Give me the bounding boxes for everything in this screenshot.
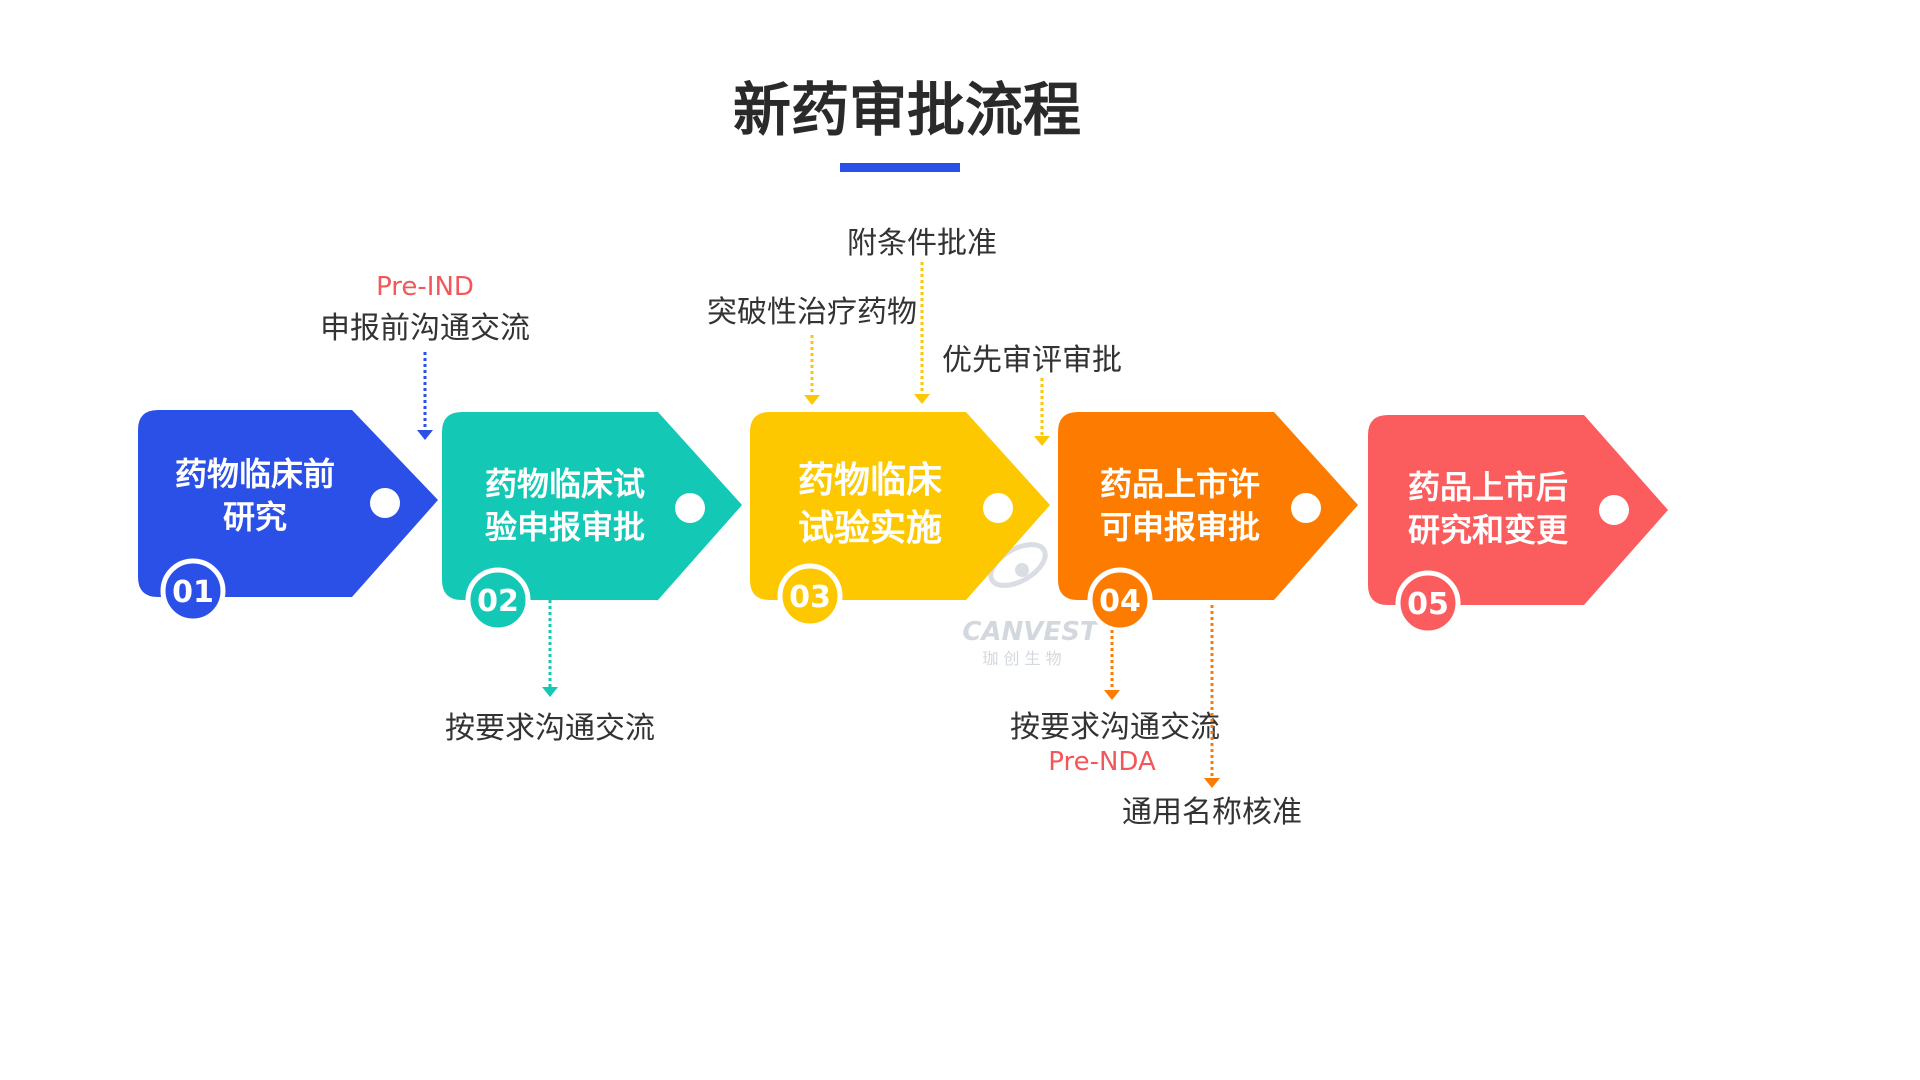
canvest-logo-icon	[988, 542, 1048, 588]
step-05-label-line1: 药品上市后	[1408, 468, 1568, 506]
step-02: 药物临床试 验申报审批 02	[442, 412, 742, 633]
step-03-hole	[983, 493, 1013, 523]
annotation-pre-ind: Pre-IND 申报前沟通交流	[320, 272, 530, 440]
annotation-generic-name: 通用名称核准	[1122, 605, 1302, 830]
title-underline	[840, 163, 960, 172]
comm1-label: 按要求沟通交流	[445, 711, 655, 746]
generic-arrow-head	[1204, 778, 1220, 788]
breakthrough-label: 突破性治疗药物	[707, 295, 917, 330]
step-04-tag	[1058, 412, 1358, 600]
conditional-arrow-head	[914, 394, 930, 404]
step-01-label-line1: 药物临床前	[175, 455, 335, 493]
step-01-number: 01	[172, 575, 214, 610]
canvest-watermark: CANVEST 珈 创 生 物	[962, 542, 1100, 668]
page-title: 新药审批流程	[733, 76, 1081, 144]
step-02-tag	[442, 412, 742, 600]
step-02-label-line2: 验申报审批	[485, 508, 645, 546]
step-01: 药物临床前 研究 01	[138, 410, 438, 624]
step-03-label-line1: 药物临床	[798, 460, 942, 501]
watermark-brand: CANVEST	[962, 617, 1100, 647]
step-04-number: 04	[1099, 584, 1141, 619]
annotation-conditional: 附条件批准	[847, 226, 997, 404]
comm1-arrow-head	[542, 687, 558, 697]
step-05-tag	[1368, 415, 1668, 605]
step-04-label-line2: 可申报审批	[1100, 508, 1260, 546]
pre-ind-comm-label: 申报前沟通交流	[320, 311, 530, 346]
step-02-label-line1: 药物临床试	[485, 465, 645, 503]
step-03-label-line2: 试验实施	[798, 508, 942, 549]
step-01-label-line2: 研究	[223, 498, 287, 536]
step-04-hole	[1291, 493, 1321, 523]
conditional-label: 附条件批准	[847, 226, 997, 261]
watermark-subtitle: 珈 创 生 物	[982, 649, 1061, 668]
breakthrough-arrow-head	[804, 395, 820, 405]
step-05-label-line2: 研究和变更	[1408, 511, 1569, 549]
step-03-tag	[750, 412, 1050, 600]
priority-label: 优先审评审批	[942, 343, 1122, 378]
comm2-label: 按要求沟通交流	[1010, 710, 1220, 745]
step-01-badge	[160, 558, 226, 624]
pre-nda-label: Pre-NDA	[1048, 747, 1156, 777]
step-05-number: 05	[1407, 587, 1449, 622]
step-04: 药品上市许 可申报审批 04	[1058, 412, 1358, 633]
step-01-tag	[138, 410, 438, 597]
step-04-label-line1: 药品上市许	[1100, 465, 1260, 503]
step-02-number: 02	[477, 584, 519, 619]
step-01-hole	[370, 488, 400, 518]
step-02-hole	[675, 493, 705, 523]
step-04-badge	[1087, 567, 1153, 633]
step-03-number: 03	[789, 580, 831, 615]
step-05: 药品上市后 研究和变更 05	[1368, 415, 1668, 636]
annotation-comm-required-1: 按要求沟通交流	[445, 600, 655, 746]
annotation-comm-required-2: 按要求沟通交流 Pre-NDA	[1010, 630, 1220, 777]
comm2-arrow-head	[1104, 690, 1120, 700]
step-05-hole	[1599, 495, 1629, 525]
step-03-badge	[777, 563, 843, 629]
step-03: 药物临床 试验实施 03	[750, 412, 1050, 629]
step-05-badge	[1395, 570, 1461, 636]
annotation-priority: 优先审评审批	[942, 343, 1122, 446]
generic-name-label: 通用名称核准	[1122, 795, 1302, 830]
priority-arrow-head	[1034, 436, 1050, 446]
annotation-breakthrough: 突破性治疗药物	[707, 295, 917, 405]
pre-ind-label: Pre-IND	[376, 272, 474, 302]
step-02-badge	[465, 567, 531, 633]
pre-ind-arrow-head	[417, 430, 433, 440]
